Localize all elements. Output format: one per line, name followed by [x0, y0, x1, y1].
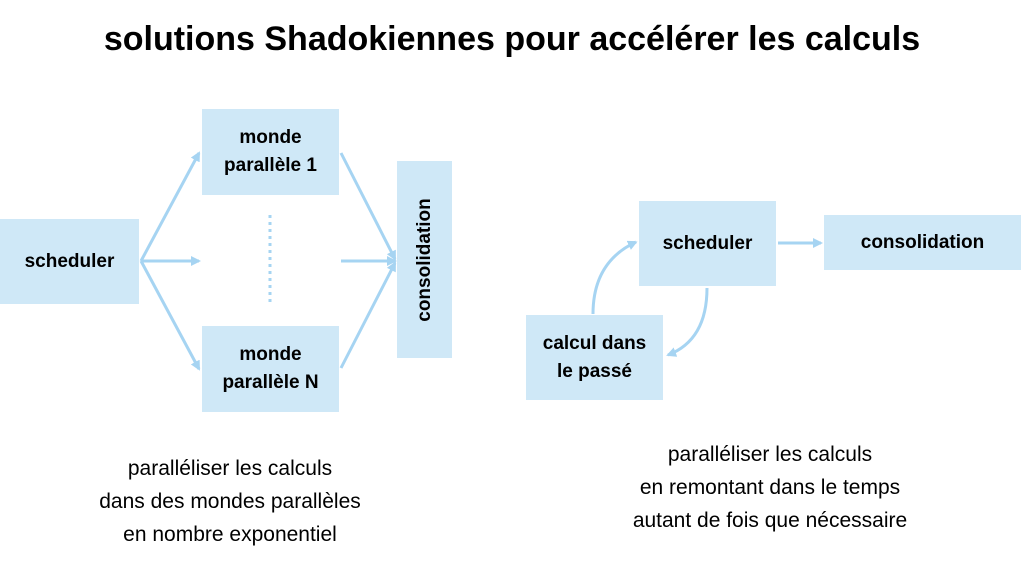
right-caption-line2: en remontant dans le temps [639, 476, 901, 499]
parallel-world-1-line2: parallèle 1 [224, 155, 317, 176]
arrow-past-to-scheduler [591, 240, 638, 315]
left-caption-line2: dans des mondes parallèles [99, 490, 361, 513]
scheduler-label-right: scheduler [662, 232, 753, 254]
right-caption-line3: autant de fois que nécessaire [632, 509, 908, 532]
right-caption: paralléliser les calculs en remontant da… [580, 438, 960, 537]
past-calculation-line2: le passé [557, 360, 632, 382]
arrow-scheduler-to-past [666, 287, 709, 357]
scheduler-box-left: scheduler [0, 219, 139, 304]
right-caption-line1: paralléliser les calculs [667, 443, 873, 466]
parallel-world-n-line1: monde [239, 344, 302, 365]
consolidation-box-left: consolidation [397, 161, 452, 358]
past-calculation-box: calcul dans le passé [526, 315, 663, 400]
scheduler-box-right: scheduler [639, 201, 776, 286]
left-caption-line1: paralléliser les calculs [127, 457, 333, 480]
left-caption-line3: en nombre exponentiel [123, 523, 337, 546]
parallel-world-n-line2: parallèle N [222, 372, 319, 393]
parallel-world-1-line1: monde [239, 127, 302, 148]
arrow-world1-to-consolidation [339, 152, 397, 261]
arrow-worldN-to-consolidation [339, 261, 397, 369]
page-title: solutions Shadokiennes pour accélérer le… [103, 20, 921, 58]
parallel-world-1-box: monde parallèle 1 [202, 109, 339, 195]
parallel-world-n-box: monde parallèle N [202, 326, 339, 412]
arrow-scheduler-to-world1 [139, 151, 201, 262]
consolidation-label-right: consolidation [860, 231, 985, 253]
arrow-scheduler-to-worldN [139, 260, 201, 371]
consolidation-label-left: consolidation [413, 197, 435, 322]
left-caption: paralléliser les calculs dans des mondes… [40, 452, 420, 551]
past-calculation-line1: calcul dans [542, 332, 647, 354]
scheduler-label-left: scheduler [24, 250, 115, 272]
consolidation-box-right: consolidation [824, 215, 1021, 270]
